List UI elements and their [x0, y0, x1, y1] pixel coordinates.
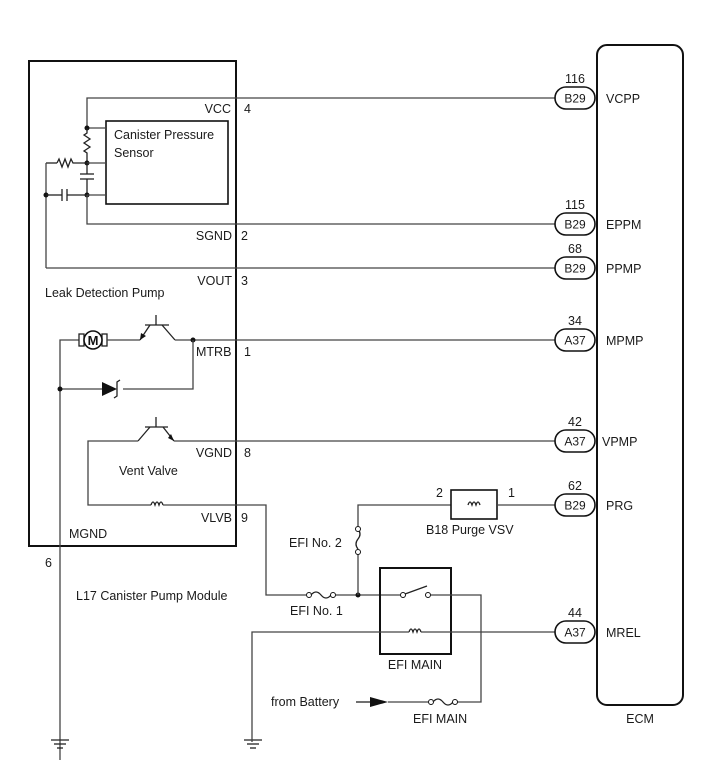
connector-oval	[554, 86, 596, 110]
arrow-icon	[370, 697, 388, 707]
connector-oval	[554, 256, 596, 280]
pin-number-mtrb: 1	[244, 345, 251, 359]
connector-oval	[554, 429, 596, 453]
ecm-signal-name: MREL	[606, 626, 641, 640]
vlvb-wire	[163, 504, 283, 596]
sensor-label-line1: Canister Pressure	[114, 128, 214, 142]
purge-vsv-pin-right: 1	[508, 486, 515, 500]
connector-oval	[554, 328, 596, 352]
fuse-icon	[355, 526, 361, 555]
mgnd-label: MGND	[69, 527, 107, 541]
purge-vsv-label: B18 Purge VSV	[426, 523, 514, 537]
connector-id: A37	[564, 626, 586, 640]
ecm-signal-name: VCPP	[606, 92, 640, 106]
coil-icon	[408, 628, 422, 635]
pin-name-vlvb: VLVB	[201, 511, 232, 525]
svg-text:M: M	[88, 333, 99, 348]
ecm-signal-name: MPMP	[606, 334, 644, 348]
ecm-signal-name: PRG	[606, 499, 633, 513]
connector-id: B29	[564, 218, 586, 232]
motor-icon: M	[78, 330, 108, 350]
connector-pin-number: 68	[568, 242, 582, 256]
transistor-icon	[137, 417, 175, 442]
ecm-signal-name: PPMP	[606, 262, 641, 276]
vcc-wire	[86, 97, 556, 128]
connector-id: A37	[564, 435, 586, 449]
pin-name-vcc: VCC	[205, 102, 231, 116]
ecm-label: ECM	[626, 712, 654, 726]
efi-main-relay-box	[379, 567, 452, 655]
transistor-icon	[139, 315, 176, 341]
connector-pin-number: 115	[565, 198, 585, 212]
connector-oval	[554, 493, 596, 517]
purge-vsv-pin-left: 2	[436, 486, 443, 500]
zener-diode-icon	[102, 379, 121, 399]
ground-icon	[51, 739, 69, 749]
pin-number-sgnd: 2	[241, 229, 248, 243]
efi-no1-label: EFI No. 1	[290, 604, 343, 618]
efi-no2-label: EFI No. 2	[289, 536, 342, 550]
pin-name-vgnd: VGND	[196, 446, 232, 460]
connector-oval	[554, 620, 596, 644]
relay-switch-icon	[400, 592, 406, 598]
ecm-signal-name: EPPM	[606, 218, 641, 232]
ground-pin-number: 6	[45, 556, 52, 570]
pin-name-mtrb: MTRB	[196, 345, 231, 359]
pin-number-vgnd: 8	[244, 446, 251, 460]
connector-pin-number: 42	[568, 415, 582, 429]
pin-number-vcc: 4	[244, 102, 251, 116]
pin-number-vlvb: 9	[241, 511, 248, 525]
ecm-signal-name: VPMP	[602, 435, 637, 449]
connector-id: B29	[564, 92, 586, 106]
mgnd-wire	[59, 339, 79, 760]
connector-id: A37	[564, 334, 586, 348]
canister-pump-module-label: L17 Canister Pump Module	[76, 589, 228, 603]
leak-detection-pump-label: Leak Detection Pump	[45, 286, 165, 300]
resistor-icon	[56, 157, 87, 169]
fuse-icon	[306, 591, 336, 599]
canister-pump-module-box	[28, 60, 237, 547]
fuse-icon	[428, 698, 458, 706]
connector-oval	[554, 212, 596, 236]
pin-number-vout: 3	[241, 274, 248, 288]
connector-pin-number: 44	[568, 606, 582, 620]
ecm-box	[596, 44, 684, 706]
sensor-label-line2: Sensor	[114, 146, 154, 160]
pin-name-sgnd: SGND	[196, 229, 232, 243]
ground-icon	[244, 739, 262, 749]
coil-icon	[467, 501, 481, 508]
connector-id: B29	[564, 262, 586, 276]
efi-main-relay-label: EFI MAIN	[388, 658, 442, 672]
connector-pin-number: 34	[568, 314, 582, 328]
vent-valve-label: Vent Valve	[119, 464, 178, 478]
from-battery-label: from Battery	[271, 695, 340, 709]
connector-pin-number: 116	[565, 72, 585, 86]
connector-pin-number: 62	[568, 479, 582, 493]
efi-main-fuse-label: EFI MAIN	[413, 712, 467, 726]
coil-icon	[150, 501, 164, 508]
sgnd-wire	[86, 195, 556, 225]
connector-id: B29	[564, 499, 586, 513]
pin-name-vout: VOUT	[197, 274, 232, 288]
resistor-icon	[82, 128, 92, 163]
purge-vsv-box	[450, 489, 498, 520]
